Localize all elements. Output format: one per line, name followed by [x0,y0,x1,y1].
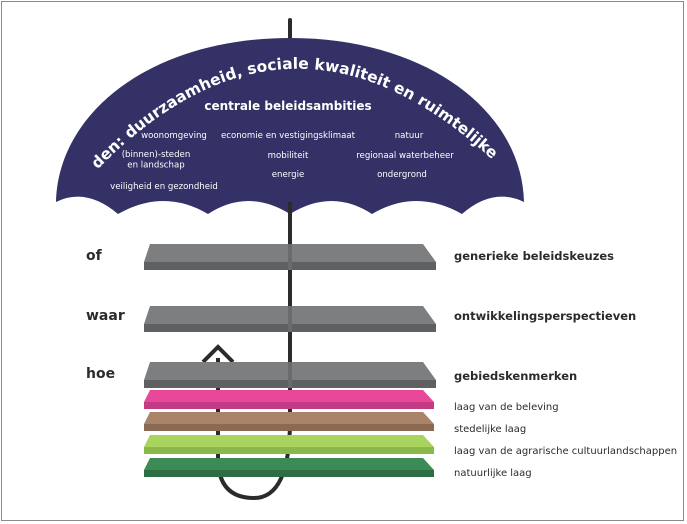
layer-top [144,390,434,402]
layer-side [144,447,434,454]
canopy-item: economie en vestigingsklimaat [221,131,356,141]
canopy-item-line: en landschap [127,161,184,171]
policy-plates [144,244,436,388]
canopy-item-line: ondergrond [377,170,427,180]
layer-label: laag van de agrarische cultuurlandschapp… [454,446,677,457]
policy-plate [144,306,436,332]
canopy-item: natuur [395,131,424,141]
landscape-layer [144,458,434,477]
canopy-item: energie [272,170,305,180]
canopy-item-line: veiligheid en gezondheid [110,182,218,192]
up-arrow-icon [201,344,235,364]
layer-top [144,412,434,424]
level-label: generieke beleidskeuzes [454,249,614,263]
canopy-item-line: natuur [395,131,424,141]
canopy-item-line: mobiliteit [268,151,309,161]
shaft-through-plate [288,306,292,332]
landscape-layer [144,435,434,454]
layer-side [144,402,434,409]
layer-side [144,470,434,477]
canopy-item: ondergrond [377,170,427,180]
landscape-layer [144,390,434,409]
layer-label: laag van de beleving [454,402,559,413]
policy-plate [144,244,436,270]
canopy-item-line: woonomgeving [141,131,207,141]
canopy-item: veiligheid en gezondheid [110,182,218,192]
landscape-layer [144,412,434,431]
level-labels: generieke beleidskeuzes ontwikkelingspers… [454,249,636,383]
canopy-items: woonomgeving economie en vestigingsklimaa… [110,131,454,192]
umbrella-canopy [56,38,524,214]
question-labels: of waar hoe [86,248,125,382]
layer-side [144,424,434,431]
shaft-through-plate [288,244,292,270]
canopy-item: woonomgeving [141,131,207,141]
level-label: ontwikkelingsperspectieven [454,309,636,323]
canopy-item-line: economie en vestigingsklimaat [221,131,356,141]
canopy-item: regionaal waterbeheer [356,151,454,161]
landscape-layers [144,390,434,477]
layer-label: natuurlijke laag [454,468,532,479]
layer-top [144,458,434,470]
canopy-item-line: regionaal waterbeheer [356,151,454,161]
question-label: of [86,248,103,264]
question-label: hoe [86,366,115,382]
canopy-item: mobiliteit [268,151,309,161]
layer-top [144,435,434,447]
question-label: waar [86,308,125,324]
layer-labels: laag van de beleving stedelijke laag laag … [454,402,677,479]
layer-label: stedelijke laag [454,424,526,435]
level-label: gebiedskenmerken [454,369,577,383]
canopy-subtitle: centrale beleidsambities [204,99,371,113]
canopy-item-line: energie [272,170,305,180]
canopy-item-line: (binnen)-steden [122,150,191,160]
shaft-through-plate [288,362,292,388]
policy-plate [144,362,436,388]
